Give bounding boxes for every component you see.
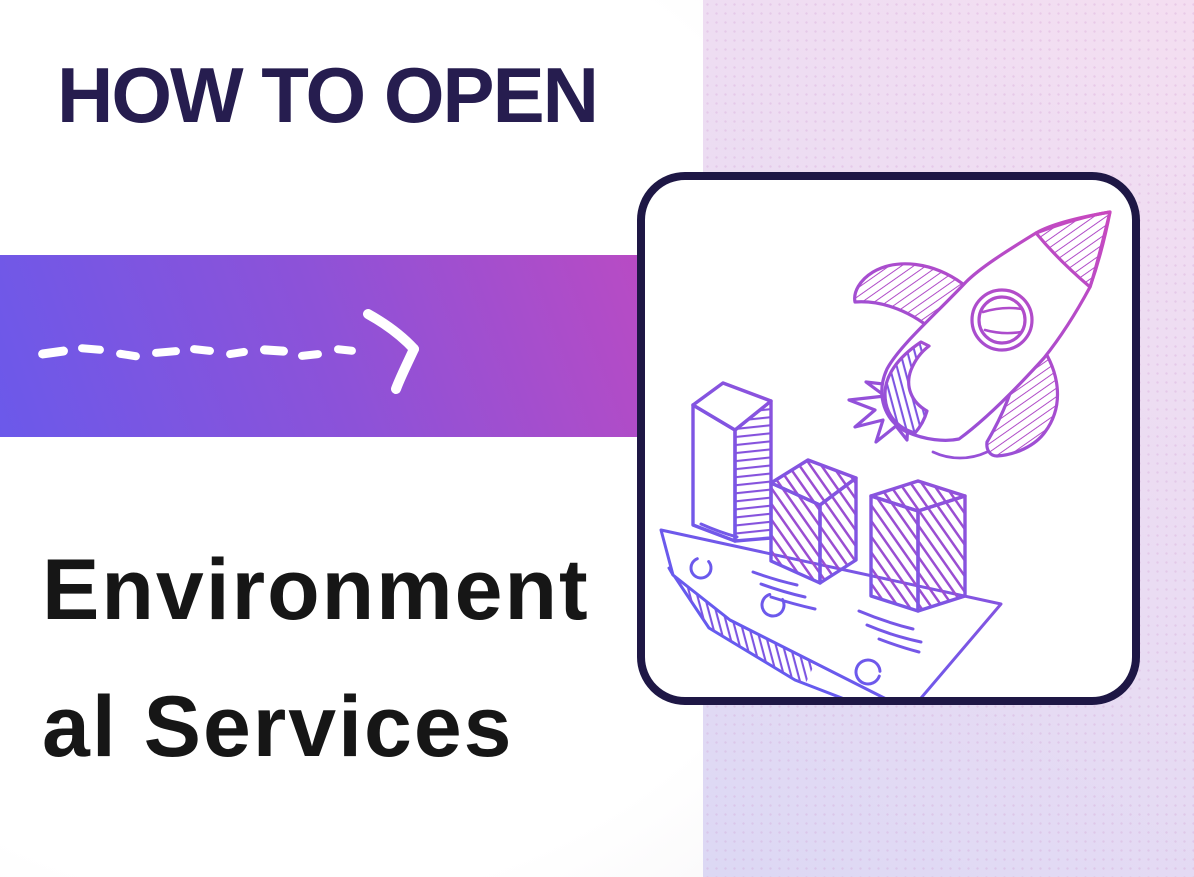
small-bar bbox=[869, 479, 967, 613]
platform-details bbox=[689, 522, 923, 686]
headline: Environment al Services bbox=[42, 522, 590, 796]
gradient-banner bbox=[0, 255, 638, 437]
illustration-card bbox=[637, 172, 1140, 705]
page-title: HOW TO OPEN bbox=[57, 51, 599, 139]
tall-bar bbox=[691, 381, 773, 543]
headline-line-1: Environment bbox=[42, 542, 590, 638]
bar-chart-buildings bbox=[691, 381, 967, 613]
porthole-window-icon bbox=[970, 288, 1034, 352]
rocket-icon bbox=[847, 210, 1112, 460]
dashed-arrow-right-icon bbox=[38, 309, 419, 394]
speed-lines-icon bbox=[699, 522, 923, 654]
rocket-rear-band bbox=[883, 340, 931, 435]
rocket-illustration bbox=[659, 210, 1112, 697]
medium-bar bbox=[769, 458, 858, 585]
bolt-circle-3 bbox=[854, 658, 882, 686]
rocket-nose-cone bbox=[1034, 210, 1112, 289]
bolt-circle-1 bbox=[689, 556, 713, 580]
headline-line-2: al Services bbox=[42, 679, 514, 775]
left-background bbox=[0, 0, 703, 877]
